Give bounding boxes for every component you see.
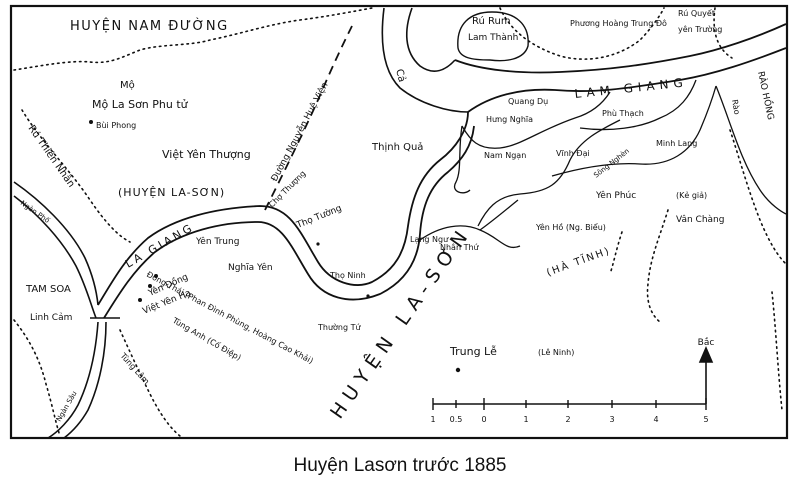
- label-lam-giang: LAM GIANG: [574, 75, 689, 101]
- lam-giang-river-north-bank: [454, 23, 787, 74]
- label-yen-trung: Yên Trung: [195, 236, 239, 247]
- label-yen-phuc: Yên Phúc: [595, 190, 636, 201]
- stream-minh-lang: [579, 79, 697, 131]
- label-phu-thach: Phù Thạch: [602, 109, 644, 119]
- scale-tick-label: 2: [565, 415, 570, 424]
- historical-map: 1 0.5 0 1 2 3 4 5 Bắc HUYỆN NAM ĐƯỜNG Rú…: [9, 4, 789, 440]
- scale-tick-label: 0: [481, 415, 486, 424]
- label-ha-tinh: (HÀ TĨNH): [545, 244, 613, 279]
- label-phuong-hoang: Phương Hoàng Trung Đô: [570, 18, 667, 28]
- label-ngan-sau: Ngàn Sâu: [55, 390, 79, 423]
- label-rao-hong: RÀO HỒNG: [755, 70, 778, 121]
- label-trung-le: Trung Lễ: [449, 345, 497, 358]
- boundary-lines: [13, 7, 787, 437]
- label-lam-thanh: Lam Thành: [468, 33, 518, 43]
- label-tung-lam: Tùng Lâm: [118, 351, 151, 387]
- label-mo: Mộ: [120, 79, 135, 91]
- label-nam-ngan: Nam Ngạn: [484, 151, 526, 161]
- label-yen-ho: Yên Hồ (Ng. Biểu): [535, 222, 606, 232]
- label-van-chang: Vân Chàng: [676, 215, 724, 225]
- ca-river-west-bank: [381, 7, 469, 113]
- label-nghia-yen: Nghĩa Yên: [228, 262, 273, 273]
- duong-nguyen-hue-road: [264, 25, 353, 211]
- label-quang-du: Quang Dụ: [508, 97, 548, 107]
- stream-thinh-qua: [453, 125, 471, 194]
- label-song-rao: Rào: [730, 99, 742, 116]
- label-tam-soa: TAM SOA: [25, 284, 71, 295]
- stream-vinh-dai: [551, 85, 717, 177]
- label-lang-ngu: Lạng Ngư: [410, 235, 449, 245]
- scale-tick-label: 1: [523, 415, 528, 424]
- village-markers: [89, 120, 461, 373]
- scale-tick-label: 0.5: [450, 415, 463, 424]
- label-thuong-tu: Thường Tứ: [317, 322, 362, 332]
- label-huyen-nam-duong: HUYỆN NAM ĐƯỜNG: [70, 18, 229, 34]
- label-duong-nguyen-hue: Đường Nguyễn Huệ Viện: [269, 81, 331, 184]
- la-giang-river-south-bank: [103, 125, 475, 319]
- stream-nhan-thu: [479, 199, 519, 231]
- label-ke-gia: (Kẻ giả): [676, 190, 707, 200]
- scale-tick-label: 4: [653, 415, 658, 424]
- label-ru-thien-nhan: Rú Thiên Nhẫn: [26, 122, 79, 189]
- label-hung-nghia: Hưng Nghĩa: [486, 115, 533, 124]
- map-border: [9, 4, 789, 440]
- label-ngan-pho: Ngàn Phố: [19, 199, 52, 225]
- label-yen-truong: yên Trường: [678, 24, 722, 34]
- label-minh-lang: Minh Lang: [656, 139, 697, 148]
- stream-hung-nghia: [461, 91, 611, 149]
- ru-rum-hill: [457, 11, 529, 62]
- scale-tick-label: 1: [430, 415, 435, 424]
- label-le-ninh: (Lê Ninh): [538, 347, 574, 357]
- ngan-sau-river-b: [63, 321, 107, 439]
- label-tho-ninh: Thọ Ninh: [329, 271, 366, 280]
- stream-rao: [715, 85, 787, 215]
- label-la-giang: LA GIANG: [123, 221, 197, 271]
- scale-tick-label: 3: [609, 415, 614, 424]
- ngan-pho-river-upper: [13, 181, 99, 306]
- ngan-sau-river: [47, 321, 99, 439]
- label-bui-phong: Bùi Phong: [96, 121, 136, 130]
- scale-bar: [432, 398, 707, 410]
- ngan-pho-river-upper-b: [13, 195, 97, 319]
- label-vinh-dai: Vĩnh Đại: [556, 149, 590, 159]
- lam-giang-river-south-bank: [467, 47, 787, 113]
- stream-lang-ngu: [419, 225, 521, 249]
- label-nhan-thu: Nhân Thứ: [440, 243, 480, 252]
- label-mo-la-son-phu-tu: Mộ La Sơn Phu tử: [92, 98, 189, 111]
- la-giang-river-north-bank: [97, 111, 469, 306]
- map-caption: Huyện Lasơn trước 1885: [293, 455, 507, 476]
- label-ru-rum: Rú Rum: [472, 15, 511, 27]
- map-frame: 1 0.5 0 1 2 3 4 5 Bắc HUYỆN NAM ĐƯỜNG Rú…: [9, 4, 789, 440]
- label-tho-tuong: Thọ Tường: [294, 203, 343, 231]
- stream-nam-ngan: [477, 119, 621, 227]
- scale-tick-label: 5: [703, 415, 708, 424]
- north-arrow-icon: [698, 345, 714, 404]
- label-huyen-la-son-small: (HUYỆN LA-SƠN): [118, 186, 225, 199]
- label-viet-yen-thuong: Việt Yên Thượng: [162, 148, 251, 161]
- label-linh-cam: Linh Cảm: [30, 312, 72, 323]
- label-thinh-qua: Thịnh Quả: [371, 141, 423, 153]
- label-ru-quyet: Rú Quyết: [678, 8, 715, 18]
- ca-river-east-bank: [405, 7, 456, 72]
- north-label: Bắc: [698, 337, 715, 348]
- label-song-ca: Cả: [393, 68, 408, 84]
